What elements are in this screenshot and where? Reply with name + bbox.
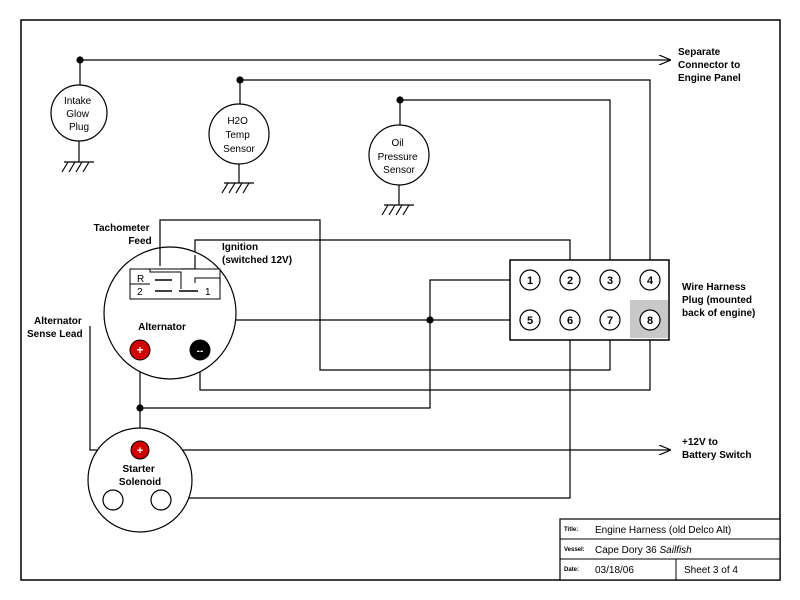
- vessel-value: Cape Dory 36 Sailfish: [595, 545, 692, 556]
- harness-pin-6: 6: [559, 309, 581, 331]
- date-label: Date:: [564, 567, 579, 573]
- harness-pin-3: 3: [599, 269, 621, 291]
- harness-pin-label: 3: [607, 275, 613, 287]
- svg-text:H2O Temp Sensor: H2O Temp Sensor: [223, 116, 255, 155]
- tachometer-feed-label: Tachometer Feed: [94, 223, 153, 247]
- title-label: Title:: [564, 527, 578, 533]
- date-value: 03/18/06: [595, 565, 634, 576]
- svg-text:R: R: [137, 274, 144, 285]
- svg-text:+: +: [137, 445, 143, 457]
- ground-icon: [381, 185, 414, 216]
- harness-pin-label: 1: [527, 275, 533, 287]
- ground-icon: [61, 141, 94, 173]
- harness-pin-4: 4: [639, 269, 661, 291]
- sheet-value: Sheet 3 of 4: [684, 565, 738, 576]
- svg-text:Intake Glow Plug: Intake Glow Plug: [64, 96, 94, 133]
- solenoid-right-terminal: [150, 489, 172, 511]
- page-border: [20, 19, 781, 581]
- vessel-label: Vessel:: [564, 547, 585, 553]
- intake-glow-plug: Intake Glow Plug: [50, 84, 108, 173]
- alternator-negative-terminal: [189, 339, 211, 361]
- alternator: R 2 1 Alternator + --: [103, 246, 237, 380]
- harness-pin-label: 7: [607, 315, 613, 327]
- separate-connector-label: Separate Connector to Engine Panel: [678, 47, 743, 84]
- ignition-label: Ignition (switched 12V): [222, 242, 292, 266]
- harness-pin-label: 6: [567, 315, 573, 327]
- title-block: Title: Engine Harness (old Delco Alt) Ve…: [559, 518, 781, 581]
- svg-text:2: 2: [137, 287, 143, 298]
- svg-text:1: 1: [205, 287, 211, 298]
- harness-pin-label: 8: [647, 315, 653, 327]
- oil-pressure-sensor: Oil Pressure Sensor: [368, 124, 430, 216]
- harness-pin-8: 8: [639, 309, 661, 331]
- harness-pin-label: 5: [527, 315, 533, 327]
- wire-harness-label: Wire Harness Plug (mounted back of engin…: [682, 282, 755, 319]
- svg-text:+: +: [136, 343, 143, 357]
- harness-pin-label: 4: [647, 275, 654, 287]
- wire-harness-plug: 1 2 3 4 5 6 7 8: [509, 259, 670, 341]
- solenoid-left-terminal: [102, 489, 124, 511]
- solenoid-positive-terminal: [130, 440, 150, 460]
- junction-dots: [76, 56, 434, 412]
- ground-icon: [221, 164, 254, 194]
- harness-pin-2: 2: [559, 269, 581, 291]
- wires: [79, 60, 670, 499]
- harness-pin-label: 2: [567, 275, 573, 287]
- alternator-sense-label: Alternator Sense Lead: [27, 316, 85, 340]
- svg-text:Oil Pressure Senso: Oil Pressure Sensor: [378, 138, 421, 176]
- h2o-temp-sensor: H2O Temp Sensor: [208, 103, 270, 194]
- alternator-name: Alternator: [138, 322, 186, 333]
- harness-pin-1: 1: [519, 269, 541, 291]
- starter-solenoid: + Starter Solenoid: [87, 427, 193, 533]
- svg-text:--: --: [197, 346, 204, 357]
- harness-pin-5: 5: [519, 309, 541, 331]
- svg-text:Starter Solenoid: Starter Solenoid: [119, 464, 161, 488]
- plus12v-label: +12V to Battery Switch: [682, 437, 751, 461]
- harness-pin-7: 7: [599, 309, 621, 331]
- title-value: Engine Harness (old Delco Alt): [595, 525, 731, 536]
- alternator-positive-terminal: [129, 339, 151, 361]
